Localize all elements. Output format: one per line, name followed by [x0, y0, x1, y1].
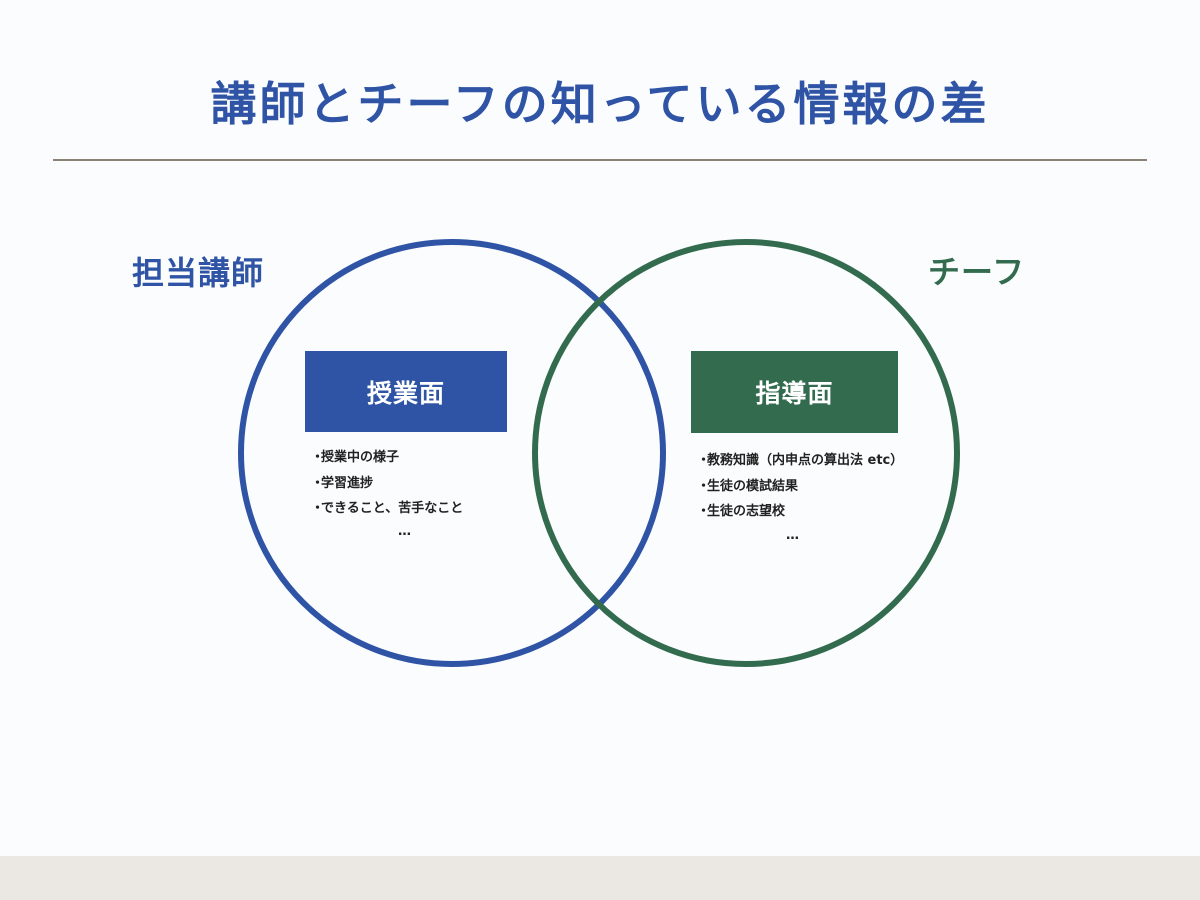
left-circle	[238, 239, 666, 667]
right-item-list: ・教務知識（内申点の算出法 etc） ・生徒の模試結果 ・生徒の志望校	[697, 448, 903, 525]
right-header-label: 指導面	[755, 379, 834, 408]
list-item: ・授業中の様子	[311, 445, 463, 471]
right-set-label: チーフ	[928, 253, 1026, 291]
left-header-label: 授業面	[366, 378, 445, 408]
bullet: ・	[697, 453, 711, 468]
bullet: ・	[311, 501, 325, 516]
right-circle	[532, 239, 960, 667]
list-item: ・学習進捗	[311, 471, 463, 497]
bullet: ・	[311, 450, 325, 465]
left-header-box: 授業面	[305, 351, 507, 432]
list-item: ・教務知識（内申点の算出法 etc）	[697, 448, 903, 474]
page-title: 講師とチーフの知っている情報の差	[210, 77, 990, 131]
right-header-box: 指導面	[691, 351, 898, 433]
list-item: ・できること、苦手なこと	[311, 496, 463, 522]
right-ellipsis: …	[786, 528, 799, 543]
bullet: ・	[311, 475, 325, 491]
footer-band	[0, 856, 1200, 900]
title-divider	[53, 159, 1147, 161]
list-item: ・生徒の模試結果	[697, 474, 903, 500]
bullet: ・	[697, 478, 711, 494]
bullet: ・	[697, 504, 711, 519]
left-item-list: ・授業中の様子 ・学習進捗 ・できること、苦手なこと	[311, 445, 463, 522]
left-ellipsis: …	[398, 524, 411, 539]
list-item: ・生徒の志望校	[697, 499, 903, 525]
left-set-label: 担当講師	[132, 254, 265, 292]
